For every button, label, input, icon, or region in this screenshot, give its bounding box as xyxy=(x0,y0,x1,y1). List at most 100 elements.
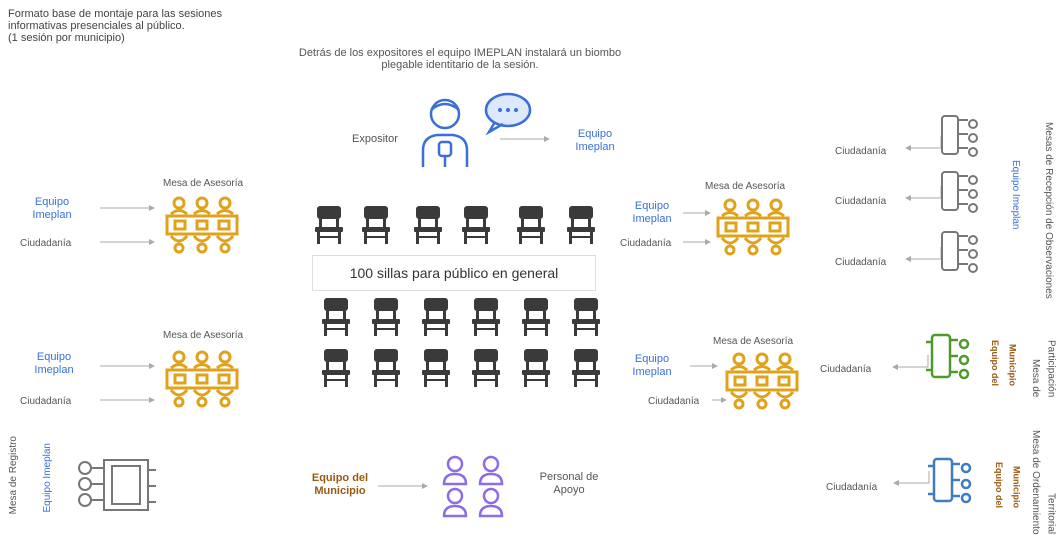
reception-tables-title: Mesas de Recepción de Observaciones xyxy=(1043,122,1054,299)
arrow-icon xyxy=(100,205,155,211)
advice-1-team: Equipo Imeplan xyxy=(22,196,82,222)
territorial-citizen: Ciudadanía xyxy=(826,482,878,493)
advice-table-icon xyxy=(165,350,239,408)
territorial-title-line2: Territorial xyxy=(1045,493,1057,535)
arrow-icon xyxy=(712,397,727,403)
advice-3-team: Equipo Imeplan xyxy=(622,200,682,226)
chair-icon xyxy=(522,298,550,336)
advice-4-team-line1: Equipo xyxy=(634,353,670,365)
advice-1-team-line1: Equipo xyxy=(34,196,70,208)
arrow-icon xyxy=(893,471,930,486)
advice-table-label-3: Mesa de Asesoría xyxy=(705,181,786,192)
participation-title-line1: Mesa de xyxy=(1030,358,1041,398)
arrow-icon xyxy=(683,210,711,216)
advice-1-team-line2: Imeplan xyxy=(32,209,72,221)
expositor-label: Expositor xyxy=(352,133,398,145)
advice-table-icon xyxy=(725,352,799,410)
municipality-team: Equipo del Municipio xyxy=(305,472,375,498)
chair-icon xyxy=(572,298,600,336)
chair-icon xyxy=(422,298,450,336)
reception-team-label: Equipo Imeplan xyxy=(1010,160,1021,230)
advice-3-team-line1: Equipo xyxy=(634,200,670,212)
registration-table-icon xyxy=(78,459,156,511)
advice-2-citizen: Ciudadanía xyxy=(20,396,72,407)
format-note: Formato base de montaje para las sesione… xyxy=(8,8,222,44)
territorial-team-line2: Municipio xyxy=(1011,466,1022,508)
expositor-icon xyxy=(421,92,532,167)
chair-icon xyxy=(372,298,400,336)
advice-4-citizen: Ciudadanía xyxy=(648,396,700,407)
advice-4-team: Equipo Imeplan xyxy=(622,353,682,379)
expositor-team-line2: Imeplan xyxy=(575,141,615,153)
arrow-icon xyxy=(100,363,155,369)
chair-icon xyxy=(462,206,490,244)
arrow-icon xyxy=(905,136,942,151)
arrow-icon xyxy=(500,136,550,142)
participation-title-line2: Participación xyxy=(1045,340,1057,398)
registration-title: Mesa de Registro xyxy=(8,436,19,515)
territorial-title-line1: Mesa de Ordenamiento xyxy=(1030,430,1041,535)
advice-table-icon xyxy=(165,196,239,254)
support-staff-icon xyxy=(442,455,504,518)
chair-icon xyxy=(517,206,545,244)
participation-team-line2: Municipio xyxy=(1007,344,1018,386)
advice-1-citizen: Ciudadanía xyxy=(20,238,72,249)
chair-icon xyxy=(522,349,550,387)
support-staff-line2: Apoyo xyxy=(553,484,585,496)
participation-table-icon xyxy=(926,333,970,380)
screen-note-line1: Detrás de los expositores el equipo IMEP… xyxy=(298,47,622,59)
advice-4-team-line2: Imeplan xyxy=(632,366,672,378)
territorial-team-label: Equipo del Municipio xyxy=(992,462,1022,513)
territorial-table-icon xyxy=(928,457,972,504)
territorial-team-line1: Equipo del xyxy=(994,462,1004,508)
participation-citizen: Ciudadanía xyxy=(820,364,872,375)
screen-note: Detrás de los expositores el equipo IMEP… xyxy=(290,47,630,71)
participation-team-line1: Equipo del xyxy=(990,340,1000,386)
chair-icon xyxy=(322,298,350,336)
participation-team-label: Equipo del Municipio xyxy=(988,340,1018,391)
format-note-line1: Formato base de montaje para las sesione… xyxy=(8,8,223,20)
advice-table-label-2: Mesa de Asesoría xyxy=(163,330,244,341)
advice-2-team: Equipo Imeplan xyxy=(24,351,84,377)
chair-icon xyxy=(362,206,390,244)
chair-icon xyxy=(422,349,450,387)
chair-icon xyxy=(315,206,343,244)
municipality-team-line1: Equipo del xyxy=(311,472,369,484)
reception-2-citizen: Ciudadanía xyxy=(835,196,887,207)
expositor-team: Equipo Imeplan xyxy=(565,128,625,154)
arrow-icon xyxy=(905,186,942,201)
municipality-team-line2: Municipio xyxy=(314,485,366,497)
support-staff-line1: Personal de xyxy=(539,471,599,483)
advice-2-team-line2: Imeplan xyxy=(34,364,74,376)
advice-3-team-line2: Imeplan xyxy=(632,213,672,225)
reception-1-citizen: Ciudadanía xyxy=(835,146,887,157)
support-staff: Personal de Apoyo xyxy=(534,471,604,497)
arrow-icon xyxy=(100,239,155,245)
screen-note-line2: plegable identitario de la sesión. xyxy=(381,59,539,71)
seating-label: 100 sillas para público en general xyxy=(312,255,596,291)
reception-table-icon xyxy=(941,115,978,157)
arrow-icon xyxy=(683,239,711,245)
reception-table-icon xyxy=(941,171,978,213)
chair-icon xyxy=(572,349,600,387)
arrow-icon xyxy=(905,247,942,262)
participation-title: Mesa de Participación xyxy=(1030,340,1056,402)
expositor-team-line1: Equipo xyxy=(577,128,613,140)
chair-icon xyxy=(414,206,442,244)
registration-team-label: Equipo Imeplan xyxy=(42,443,53,513)
arrow-icon xyxy=(892,355,929,370)
advice-table-label-1: Mesa de Asesoría xyxy=(163,178,244,189)
advice-3-citizen: Ciudadanía xyxy=(620,238,672,249)
arrow-icon xyxy=(378,483,428,489)
arrow-icon xyxy=(690,363,718,369)
reception-3-citizen: Ciudadanía xyxy=(835,257,887,268)
advice-2-team-line1: Equipo xyxy=(36,351,72,363)
chair-icon xyxy=(472,298,500,336)
advice-table-label-4: Mesa de Asesoría xyxy=(713,336,794,347)
chair-icon xyxy=(372,349,400,387)
chair-icon xyxy=(472,349,500,387)
format-note-line2: informativas presenciales al público. xyxy=(8,20,185,32)
format-note-line3: (1 sesión por municipio) xyxy=(8,32,125,44)
advice-table-icon xyxy=(716,198,790,256)
territorial-title: Mesa de Ordenamiento Territorial xyxy=(1030,430,1056,540)
